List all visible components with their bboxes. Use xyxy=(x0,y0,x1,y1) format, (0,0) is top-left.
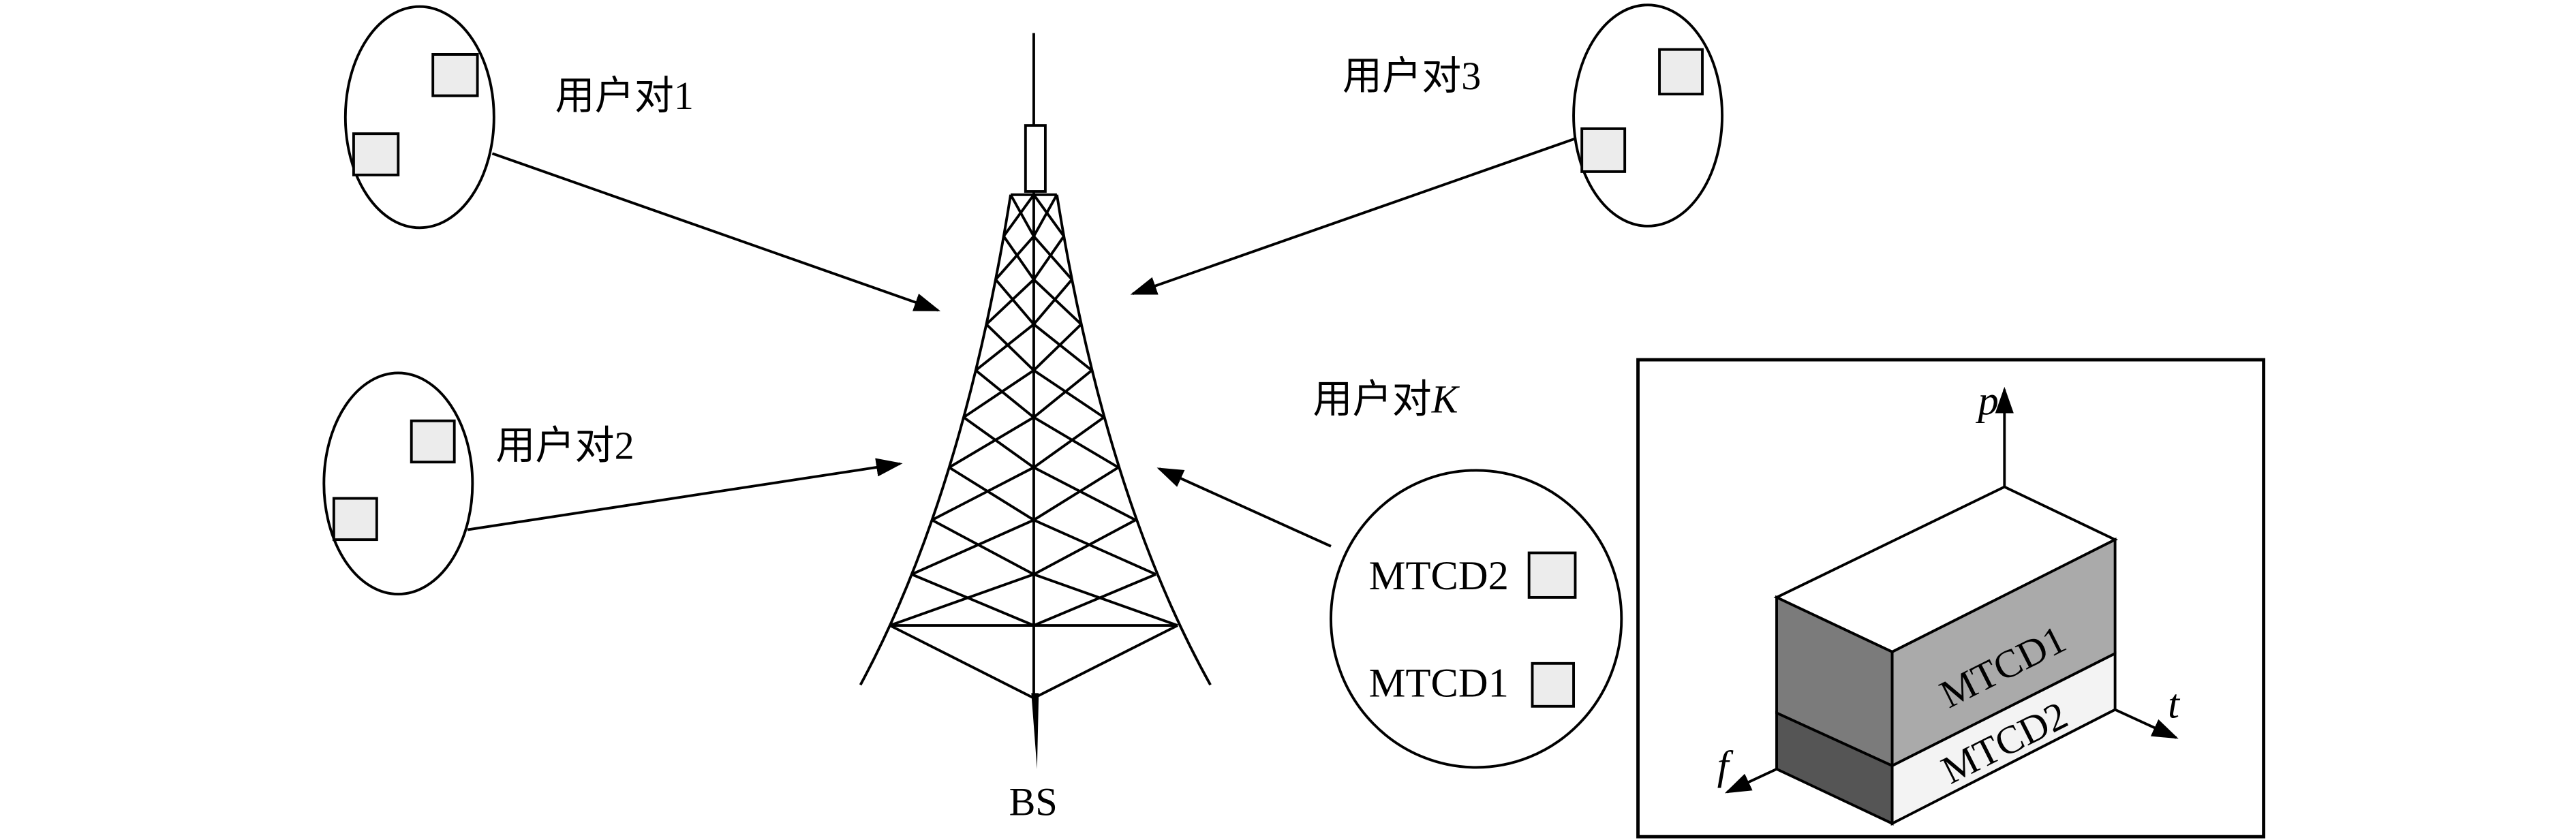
tower-brace xyxy=(1032,193,1065,237)
user-pair-3-cluster xyxy=(1572,3,1724,228)
tower-brace xyxy=(962,416,1035,469)
user-pair-3: 用户对3 xyxy=(1130,3,1724,296)
tower-left-leg xyxy=(859,194,1012,686)
tower-brace xyxy=(1032,466,1120,521)
tower-brace xyxy=(1033,466,1137,522)
tower-brace xyxy=(1002,193,1035,237)
tower-brace xyxy=(1032,416,1120,469)
user-pair-1-cluster xyxy=(343,5,495,230)
user-pair-2: 用户对2 xyxy=(322,371,903,596)
base-station-label: BS xyxy=(1009,780,1058,824)
tower-brace xyxy=(1032,193,1058,237)
tower-brace xyxy=(1032,369,1105,419)
device-icon xyxy=(431,53,479,97)
power-axis-label: p xyxy=(1976,378,1999,424)
tower-brace xyxy=(1032,323,1082,371)
tower-brace xyxy=(889,573,1034,627)
user-pair-1-label: 用户对1 xyxy=(555,74,693,118)
time-axis-label: t xyxy=(2168,682,2181,728)
resource-block-inset: p MTCD1 MTCD2 t f xyxy=(1636,358,2266,839)
user-pair-3-label: 用户对3 xyxy=(1343,54,1481,98)
uplink-arrow-2 xyxy=(467,458,903,531)
tower-brace xyxy=(948,466,1034,521)
tower-brace xyxy=(889,624,1034,700)
tower-brace xyxy=(911,573,1034,627)
user-pair-k-label: 用户对K xyxy=(1313,377,1460,422)
tower-brace xyxy=(1032,369,1093,419)
tower-brace xyxy=(994,279,1035,326)
base-station-tower-icon xyxy=(859,33,1212,769)
user-pair-k-cluster xyxy=(1330,469,1623,769)
tower-brace xyxy=(931,518,1034,576)
frequency-axis xyxy=(1724,768,1777,794)
tower-brace xyxy=(1032,279,1073,326)
tower-brace xyxy=(985,323,1035,371)
tower-brace xyxy=(962,369,1035,419)
tower-brace xyxy=(1032,235,1065,281)
tower-brace xyxy=(911,518,1034,576)
tower-brace xyxy=(975,369,1035,419)
tower-base-spike xyxy=(1031,693,1039,769)
tower-brace xyxy=(994,235,1035,281)
user-pair-2-label: 用户对2 xyxy=(495,423,634,467)
device-icon xyxy=(1527,551,1577,599)
tower-brace xyxy=(1033,573,1156,627)
uplink-arrow-3 xyxy=(1130,137,1576,296)
tower-lattice xyxy=(889,193,1178,700)
user-pair-1: 用户对1 xyxy=(343,5,941,312)
tower-brace xyxy=(931,466,1034,522)
device-label-mtcd1: MTCD1 xyxy=(1369,660,1509,706)
tower-mast xyxy=(1024,124,1047,193)
tower-brace xyxy=(1033,518,1156,576)
user-pair-k-index: K xyxy=(1431,377,1460,422)
user-pair-2-cluster xyxy=(322,371,474,596)
tower-brace xyxy=(948,416,1034,469)
tower-right-leg xyxy=(1055,194,1212,686)
uplink-arrow-k xyxy=(1156,467,1332,548)
tower-brace xyxy=(1033,518,1137,576)
user-pair-k: 用户对K MTCD2 MTCD1 xyxy=(1156,377,1623,769)
device-icon xyxy=(410,419,456,464)
device-icon xyxy=(1658,48,1704,96)
tower-brace xyxy=(985,278,1035,326)
device-icon xyxy=(332,497,378,542)
device-icon xyxy=(1580,127,1627,173)
tower-brace xyxy=(1033,624,1178,700)
tower-brace xyxy=(1032,323,1093,372)
tower-brace xyxy=(975,323,1035,372)
device-icon xyxy=(352,132,400,176)
tower-brace xyxy=(1002,235,1035,281)
user-pair-k-prefix: 用户对 xyxy=(1313,377,1431,422)
time-axis xyxy=(2114,708,2179,739)
device-icon xyxy=(1531,662,1576,708)
tower-brace xyxy=(1032,416,1105,469)
tower-brace xyxy=(1032,235,1073,281)
tower-brace xyxy=(1032,278,1082,326)
tower-brace xyxy=(1009,193,1035,237)
uplink-arrow-1 xyxy=(491,152,941,312)
device-label-mtcd2: MTCD2 xyxy=(1369,553,1509,599)
tower-brace xyxy=(1033,573,1178,627)
